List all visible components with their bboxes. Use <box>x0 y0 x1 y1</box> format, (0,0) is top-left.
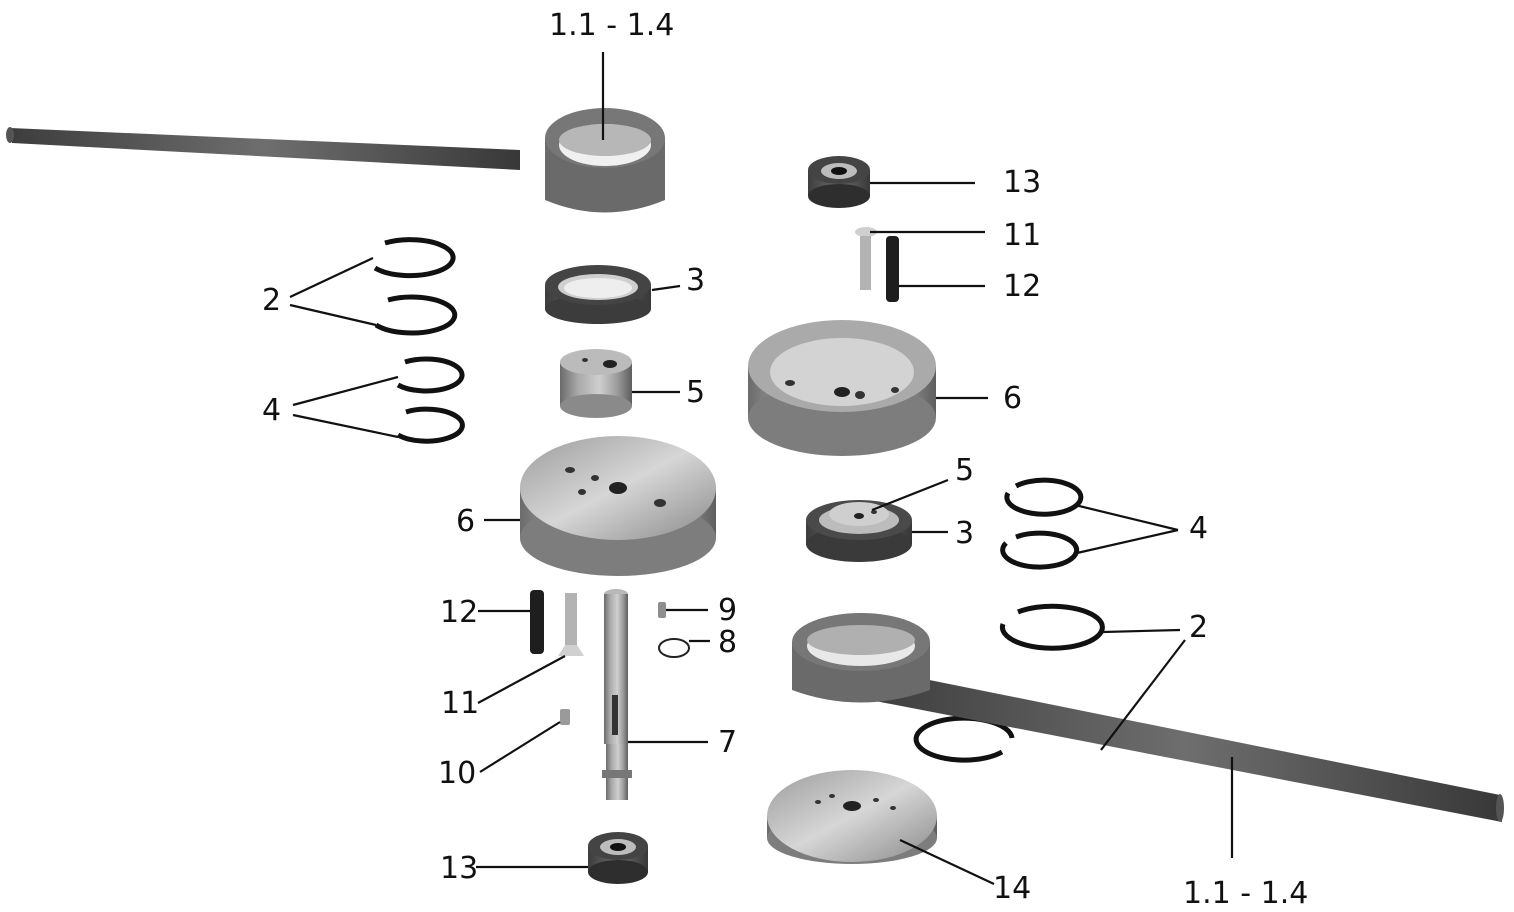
label-3-left: 3 <box>686 263 705 298</box>
label-2-left: 2 <box>262 283 281 318</box>
label-4-right: 4 <box>1189 511 1208 546</box>
label-handle-top: 1.1 - 1.4 <box>549 8 674 43</box>
label-14: 14 <box>993 871 1031 906</box>
label-6-left: 6 <box>456 504 475 539</box>
circlip-2-lower <box>374 294 458 336</box>
bottom-wrench-handle <box>792 613 1504 822</box>
bolt-11-right <box>855 227 877 290</box>
label-5-right: 5 <box>955 453 974 488</box>
bushing-5-left <box>560 349 632 418</box>
label-3-right: 3 <box>955 516 974 551</box>
circlip-4-lower <box>396 406 465 444</box>
label-9: 9 <box>718 593 737 628</box>
circlip-4-upper <box>396 356 465 394</box>
o-ring-8 <box>658 638 690 658</box>
disk-6-right <box>748 320 936 456</box>
label-12-right: 12 <box>1003 269 1041 304</box>
leader-lines <box>289 52 1234 885</box>
pin-12-right <box>886 236 899 302</box>
label-12-left: 12 <box>440 595 478 630</box>
bushing-5-right <box>829 502 889 526</box>
label-11-right: 11 <box>1003 218 1041 253</box>
label-10: 10 <box>438 756 476 791</box>
label-7: 7 <box>718 725 737 760</box>
circlip-2-upper <box>373 237 456 279</box>
label-13-top: 13 <box>1003 165 1041 200</box>
bearing-13-bottom <box>588 832 648 884</box>
label-8: 8 <box>718 625 737 660</box>
circlip-4-right-lower <box>1000 530 1080 570</box>
top-wrench-handle <box>6 108 665 213</box>
circlip-4-right-upper <box>1004 477 1084 517</box>
label-handle-bottom: 1.1 - 1.4 <box>1183 876 1308 908</box>
label-6-right: 6 <box>1003 381 1022 416</box>
label-5-left: 5 <box>686 375 705 410</box>
pin-12-left <box>530 590 544 654</box>
key-9 <box>658 602 666 618</box>
label-4-left: 4 <box>262 393 281 428</box>
label-2-right: 2 <box>1189 610 1208 645</box>
shaft-7 <box>602 589 632 800</box>
plate-14 <box>767 770 937 864</box>
key-10 <box>560 709 570 725</box>
label-13-bottom: 13 <box>440 851 478 886</box>
disk-6-left <box>520 436 716 576</box>
bearing-13-top <box>808 156 870 208</box>
bearing-3-left <box>545 265 651 324</box>
circlip-2-right-upper <box>999 603 1105 651</box>
bolt-11-left <box>558 593 584 656</box>
label-11-left: 11 <box>441 686 479 721</box>
